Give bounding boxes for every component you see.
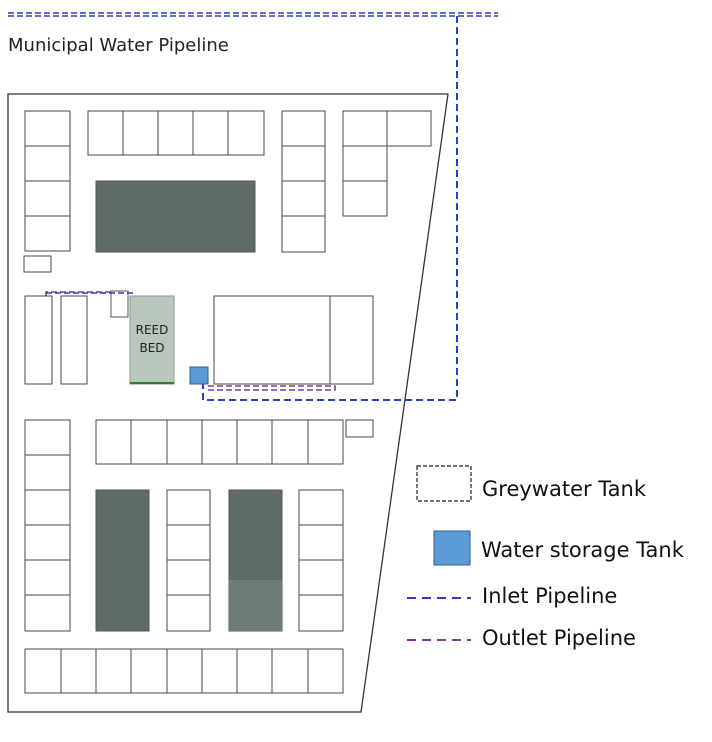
building-block-lower-left bbox=[24, 419, 71, 632]
courtyard-top bbox=[95, 180, 256, 253]
building-block-lower-center bbox=[166, 489, 211, 632]
building-block-top-right bbox=[342, 110, 432, 217]
municipal-pipeline bbox=[8, 12, 498, 17]
building-block-middle-left bbox=[24, 295, 88, 385]
building-block-top-row bbox=[87, 110, 265, 156]
legend: Greywater Tank Water storage Tank Inlet … bbox=[407, 465, 685, 650]
municipal-pipeline-label: Municipal Water Pipeline bbox=[8, 35, 229, 56]
building-block-top-left bbox=[23, 110, 71, 273]
building-block-top-middle bbox=[281, 110, 326, 253]
legend-greywater-label: Greywater Tank bbox=[482, 477, 647, 501]
reed-bed-label-line1: REED bbox=[136, 323, 169, 337]
building-block-middle-large bbox=[213, 295, 374, 385]
building-block-lower-right bbox=[298, 489, 344, 632]
legend-storage-label: Water storage Tank bbox=[481, 538, 685, 562]
outlet-pipeline bbox=[45, 291, 112, 296]
reed-bed-label-line2: BED bbox=[139, 341, 164, 355]
courtyard-lower-right-shade bbox=[229, 580, 282, 631]
building-block-lower-row bbox=[95, 419, 374, 465]
site-boundary bbox=[7, 93, 449, 713]
legend-greywater-swatch bbox=[416, 465, 472, 502]
courtyard-lower-left bbox=[95, 489, 150, 632]
inlet-pipeline bbox=[202, 16, 458, 401]
building-block-bottom-row bbox=[24, 648, 344, 694]
reed-bed: REED BED bbox=[129, 295, 175, 385]
outlet-pipeline-lower bbox=[208, 385, 336, 391]
greywater-tank-small bbox=[110, 290, 129, 318]
legend-inlet-label: Inlet Pipeline bbox=[482, 584, 617, 608]
legend-outlet-label: Outlet Pipeline bbox=[482, 626, 636, 650]
water-storage-tank-site bbox=[189, 366, 209, 385]
legend-storage-swatch bbox=[433, 530, 471, 566]
